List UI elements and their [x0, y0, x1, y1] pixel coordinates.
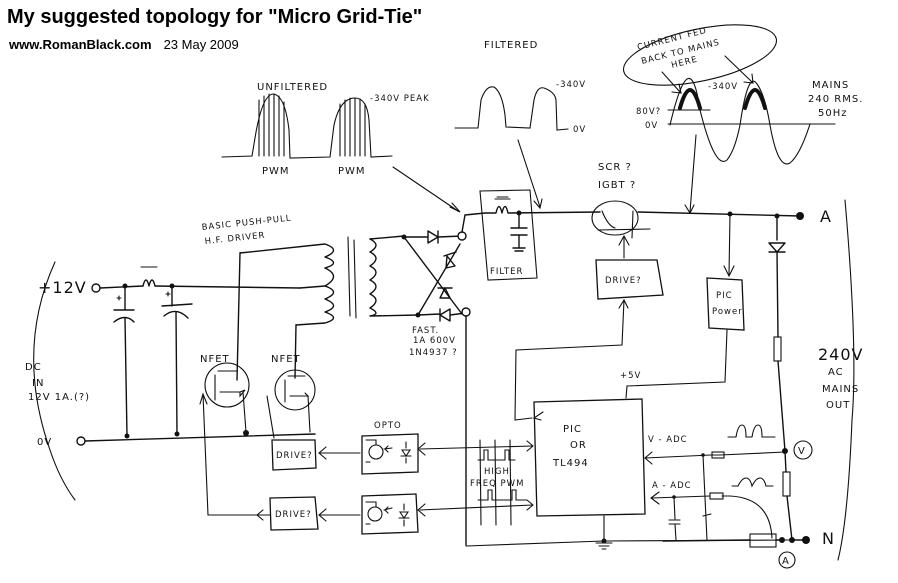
pic-power-label-2: Power: [712, 307, 743, 317]
zero-v-terminal: [76, 436, 86, 446]
dc-in-label-2: IN: [32, 378, 44, 389]
mains-out-label-2: AC: [828, 367, 844, 378]
mains-zero-label: 0V: [645, 121, 658, 131]
pwm-label-2: PWM: [338, 166, 366, 177]
controller-label-2: OR: [570, 440, 587, 451]
zero-v-label: 0V: [37, 437, 52, 448]
switch-drive-box: [595, 259, 664, 300]
dc-in-label-3: 12V 1A.(?): [28, 392, 90, 403]
mains-out-label-3: MAINS: [822, 384, 859, 395]
pwm-label-1: PWM: [262, 166, 290, 177]
nfet-1: [204, 362, 250, 408]
filtered-zero-label: 0V: [573, 125, 586, 135]
v-marker-label: V: [798, 446, 806, 457]
lc-filter: FILTER: [479, 189, 601, 281]
mains-label-1: MAINS: [812, 80, 849, 91]
drive-box-1: [271, 439, 317, 471]
a-adc-label: A - ADC: [652, 481, 692, 491]
unfiltered-peak-label: -340V PEAK: [370, 94, 430, 104]
filtered-label: FILTERED: [484, 40, 538, 51]
filtered-waveform: FILTERED -340V 0V: [454, 40, 586, 210]
controller-label-1: PIC: [563, 424, 582, 435]
diode-note-2: 1A 600V: [413, 336, 456, 346]
driver-label-1: BASIC PUSH-PULL: [201, 214, 292, 233]
dc-in-label-1: DC: [25, 362, 42, 373]
mains-waveform: CURRENT FED BACK TO MAINS HERE -340V 80V…: [622, 24, 863, 215]
mains-peak-label: -340V: [708, 82, 738, 92]
switch-drive-label: DRIVE?: [605, 276, 642, 286]
filtered-peak-label: -340V: [556, 80, 586, 90]
v-adc-label: V - ADC: [648, 435, 688, 445]
mains-label-2: 240 RMS.: [808, 94, 863, 105]
diagram-subtitle: www.RomanBlack.com 23 May 2009: [9, 37, 239, 52]
unfiltered-label: UNFILTERED: [257, 82, 328, 93]
filter-label: FILTER: [490, 267, 523, 277]
diode-note-1: FAST.: [412, 326, 439, 336]
switch-label-1: SCR ?: [598, 162, 632, 173]
driver-label-2: H.F. DRIVER: [204, 231, 266, 247]
plus-12v-label: +12V: [38, 278, 87, 297]
pwm-note-1: HIGH: [484, 467, 510, 477]
plus-12v-terminal: [91, 283, 101, 293]
diagram-title: My suggested topology for "Micro Grid-Ti…: [7, 6, 423, 28]
nfet-1-label: NFET: [200, 354, 230, 365]
terminal-n-label: N: [822, 529, 835, 548]
mains-threshold-label: 80V?: [636, 107, 661, 117]
filter-box: [479, 189, 538, 281]
mains-label-3: 50Hz: [818, 108, 848, 119]
a-marker-label: A: [782, 556, 790, 567]
nfet-2: [274, 369, 316, 411]
unfiltered-waveform: UNFILTERED -340V PEAK PWM PWM: [221, 82, 461, 213]
output-switch: SCR ? IGBT ? DRIVE?: [514, 162, 801, 421]
opto-label: OPTO: [374, 421, 402, 431]
switch-label-2: IGBT ?: [598, 180, 636, 191]
pic-power: PIC Power +5V: [620, 211, 745, 399]
date-label: 23 May 2009: [163, 37, 239, 52]
drive-box-1-label: DRIVE?: [276, 451, 313, 461]
website-label: www.RomanBlack.com: [9, 37, 152, 52]
rectifier: FAST. 1A 600V 1N4937 ?: [369, 212, 486, 546]
pic-power-label-1: PIC: [716, 291, 733, 301]
mains-out-label-4: OUT: [826, 400, 850, 411]
opto-2: [361, 493, 419, 535]
controller-label-3: TL494: [552, 458, 589, 469]
nfet-2-label: NFET: [271, 354, 301, 365]
output-section: A V N A 240V AC MAINS OUT V - ADC: [644, 199, 863, 569]
pic-power-box: [706, 277, 745, 331]
plus-5v-label: +5V: [620, 371, 641, 381]
pwm-note-2: FREQ PWM: [470, 479, 524, 489]
mains-out-label-1: 240V: [818, 345, 863, 364]
controller-box: [533, 398, 646, 517]
drive-box-2-label: DRIVE?: [275, 510, 312, 520]
opto-section: OPTO DRIVE? DRIVE?: [256, 421, 419, 535]
drive-feedback-arrow: [532, 411, 544, 421]
dc-input: +12V 0V DC IN 12V 1A.(?): [25, 261, 316, 501]
controller: PIC OR TL494 HIGH FREQ PWM: [417, 398, 791, 550]
drive-box-2: [269, 496, 319, 531]
terminal-a-label: A: [820, 207, 832, 226]
diode-note-3: 1N4937 ?: [409, 348, 458, 358]
